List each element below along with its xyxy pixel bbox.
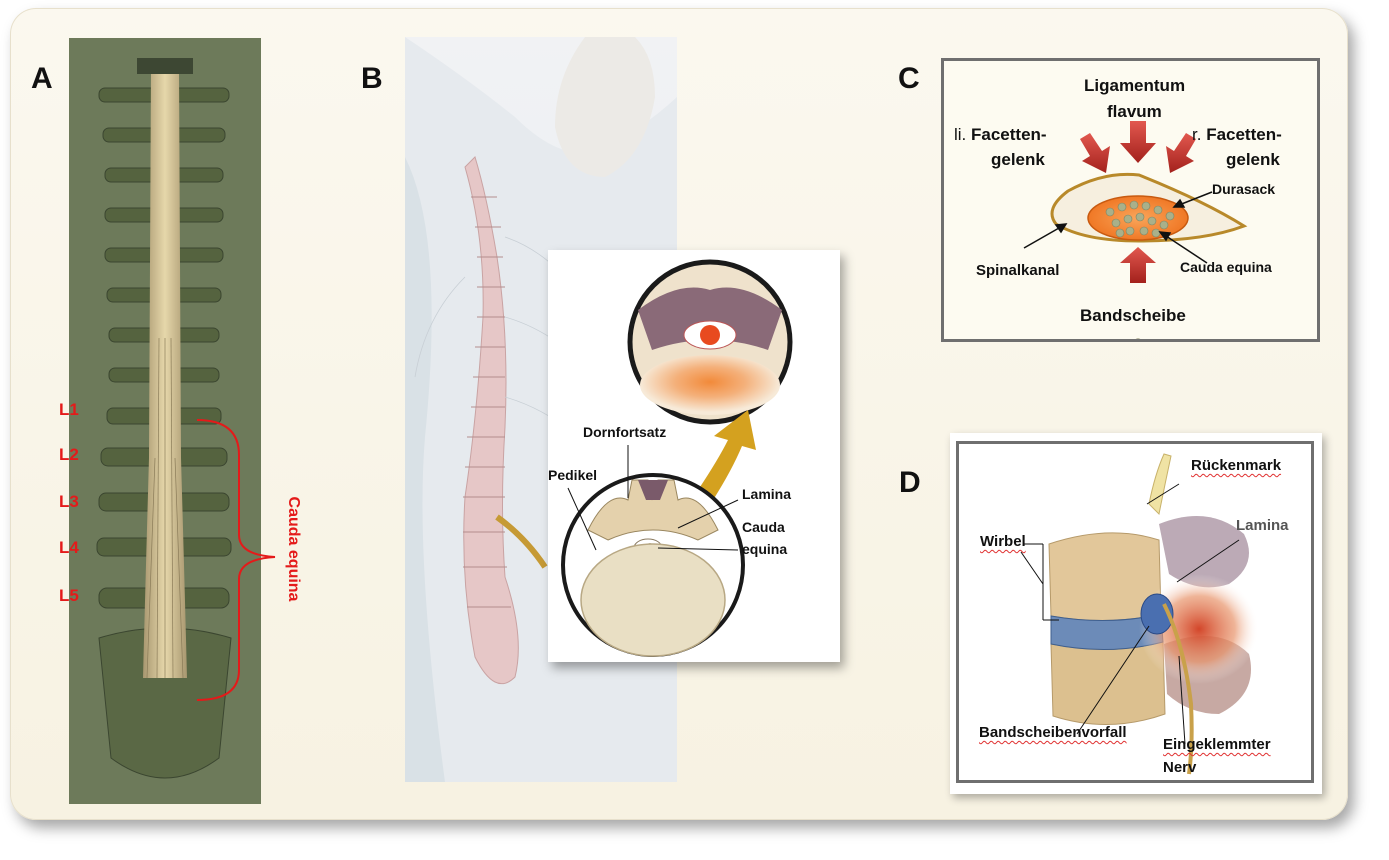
panel-a-letter: A [31,62,53,95]
label-lamina-b: Lamina [742,486,792,502]
label-pedikel: Pedikel [548,467,598,483]
spine-specimen-photo [69,38,261,804]
panel-c-letter: C [898,62,920,95]
cauda-equina-label: Cauda equina [285,496,302,602]
label-r-gelenk: gelenk [1226,150,1280,169]
label-rueckenmark: Rückenmark [1191,457,1282,474]
level-l5: L5 [59,586,79,605]
label-li-prefix: li. [954,125,967,144]
vertebra-inset [548,250,840,662]
label-lamina-d: Lamina [1236,517,1289,534]
panel-d-letter: D [899,466,921,499]
label-dornfortsatz: Dornfortsatz [583,424,667,440]
spinal-canal-drawing [1023,121,1248,344]
level-l3: L3 [59,492,79,511]
herniation-drawing [1020,453,1259,775]
label-flavum: flavum [1107,102,1162,121]
spinal-canal-diagram [941,58,1320,344]
label-wirbel: Wirbel [980,533,1026,550]
label-nerv: Nerv [1163,759,1197,776]
vertebra-inset-drawing [561,259,793,657]
spine-specimen-illustration [69,38,261,804]
herniation-diagram-border [956,441,1314,783]
label-bandscheibe: Bandscheibe [1080,306,1186,325]
label-spinalkanal: Spinalkanal [976,262,1060,279]
level-l2: L2 [59,445,79,464]
label-ligamentum: Ligamentum [1084,76,1186,95]
label-li-facetten: li. Facetten- [954,125,1047,145]
label-r-facetten-text: Facetten- [1206,125,1282,144]
label-cauda: Cauda [742,519,785,535]
label-bandscheibenvorfall: Bandscheibenvorfall [979,724,1127,741]
level-l1: L1 [59,400,79,419]
label-li-gelenk: gelenk [991,150,1045,169]
label-durasack: Durasack [1212,181,1276,197]
label-li-facetten-text: Facetten- [971,125,1047,144]
label-r-prefix: r. [1192,125,1202,144]
herniation-diagram [950,433,1322,794]
label-r-facetten: r. Facetten- [1192,125,1282,145]
cauda-equina-bracket [196,419,276,701]
label-eingeklemmter: Eingeklemmter [1163,736,1271,753]
panel-b-letter: B [361,62,383,95]
level-l4: L4 [59,538,79,557]
label-cauda-equina-c: Cauda equina [1180,259,1272,275]
label-equina: equina [742,541,788,557]
